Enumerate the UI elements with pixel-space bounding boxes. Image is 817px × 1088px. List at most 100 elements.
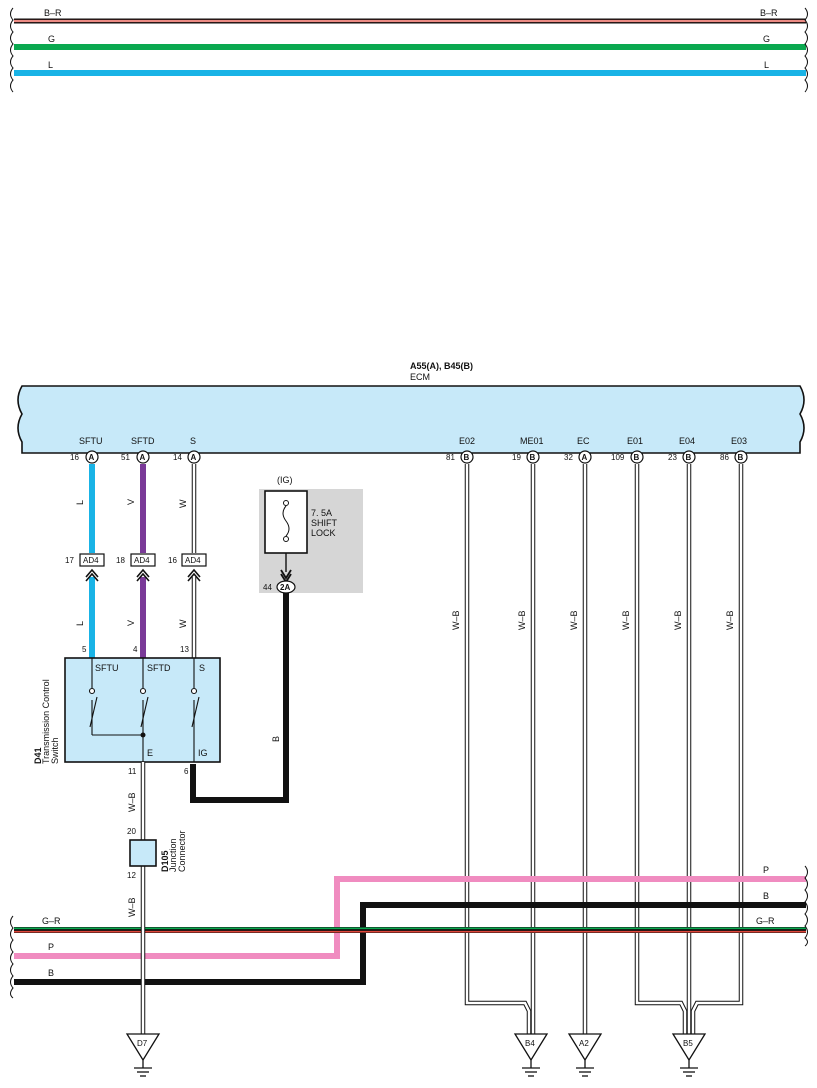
sftu-wire-color-upper: L bbox=[75, 500, 85, 505]
top-wire-l-label-right: L bbox=[764, 60, 769, 70]
ecm-pin-number: 109 bbox=[611, 453, 625, 462]
ground-point-b5: B5 bbox=[671, 1033, 707, 1077]
ecm-pin-sftu: A 16 bbox=[70, 450, 99, 464]
ad4-pin-sftu: 17 bbox=[65, 556, 74, 565]
junction-pin-top: 20 bbox=[127, 827, 136, 836]
ad4-connector-label: AD4 bbox=[83, 556, 99, 565]
ecm-pin-ec: A 32 bbox=[564, 450, 592, 464]
ad4-connector-s: AD4 16 bbox=[168, 553, 207, 582]
ecm-pin-conn: A bbox=[582, 453, 588, 462]
ecm-pin-s: A 14 bbox=[173, 450, 201, 464]
ground-wire-color-me01: W–B bbox=[517, 610, 527, 630]
switch-terminal-e: E bbox=[147, 748, 153, 758]
ecm-terminal-ec: EC bbox=[577, 436, 590, 446]
shift-lock-fuse: (IG) 7. 5A SHIFT LOCK 2A 44 bbox=[259, 475, 363, 594]
continuation-mark-left-bottom bbox=[10, 915, 14, 999]
ecm-pin-number: 86 bbox=[720, 453, 729, 462]
ad4-connector-label: AD4 bbox=[185, 556, 201, 565]
ad4-connector-label: AD4 bbox=[134, 556, 150, 565]
switch-pin-sftu: 5 bbox=[82, 645, 87, 654]
ground-label: A2 bbox=[579, 1039, 589, 1048]
ecm-terminal-s: S bbox=[190, 436, 196, 446]
ground-label: B5 bbox=[683, 1039, 693, 1048]
switch-terminal-ig: IG bbox=[198, 748, 208, 758]
continuation-mark-right-bottom bbox=[804, 865, 808, 947]
ecm-pin-e02: B 81 bbox=[446, 450, 474, 464]
bottom-wire-b-label-left: B bbox=[48, 968, 54, 978]
ecm-pin-conn: B bbox=[686, 453, 692, 462]
ground-wire-color-e04: W–B bbox=[673, 610, 683, 630]
bottom-wire-gr-label-right: G–R bbox=[756, 916, 775, 926]
top-wire-g-label-left: G bbox=[48, 34, 55, 44]
ecm-pin-conn: A bbox=[89, 453, 95, 462]
ground-point-a2: A2 bbox=[567, 1033, 603, 1077]
ecm-pin-number: 81 bbox=[446, 453, 455, 462]
ecm-terminal-sftd: SFTD bbox=[131, 436, 155, 446]
ecm-pins: A 16 A 51 A 14 B 81 B 19 A 32 bbox=[70, 450, 748, 464]
switch-name-line1: Transmission Control bbox=[41, 679, 51, 764]
junction-wire-color-lower: W–B bbox=[127, 897, 137, 917]
fuse-wire-color: B bbox=[271, 736, 281, 742]
ground-label: D7 bbox=[137, 1039, 148, 1048]
ecm-terminal-e01: E01 bbox=[627, 436, 643, 446]
top-wire-g-label-right: G bbox=[763, 34, 770, 44]
junction-name-line2: Connector bbox=[177, 830, 187, 872]
junction-code: D105 bbox=[160, 850, 170, 872]
ground-point-d7: D7 bbox=[125, 1033, 161, 1077]
top-wire-l-label-left: L bbox=[48, 60, 53, 70]
ecm-pin-number: 14 bbox=[173, 453, 182, 462]
junction-wire-color-upper: W–B bbox=[127, 792, 137, 812]
ecm-pin-number: 19 bbox=[512, 453, 521, 462]
switch-name-line2: Switch bbox=[50, 737, 60, 764]
sftu-wire-color-lower: L bbox=[75, 621, 85, 626]
junction-connector: 20 12 bbox=[127, 827, 157, 880]
ground-wire-color-e01: W–B bbox=[621, 610, 631, 630]
ecm-terminal-e03: E03 bbox=[731, 436, 747, 446]
fuse-conn: 2A bbox=[280, 583, 290, 592]
ecm-body bbox=[17, 385, 805, 454]
fuse-name-line2: LOCK bbox=[311, 528, 336, 538]
ecm-name: ECM bbox=[410, 372, 430, 382]
ad4-pin-sftd: 18 bbox=[116, 556, 125, 565]
ecm-pin-conn: A bbox=[191, 453, 197, 462]
switch-terminal-sftu: SFTU bbox=[95, 663, 119, 673]
ad4-pin-s: 16 bbox=[168, 556, 177, 565]
ground-label: B4 bbox=[525, 1039, 535, 1048]
ecm-pin-conn: B bbox=[634, 453, 640, 462]
fuse-supply: (IG) bbox=[277, 475, 293, 485]
ground-wire-color-e03: W–B bbox=[725, 610, 735, 630]
switch-terminal-sftd: SFTD bbox=[147, 663, 171, 673]
fuse-rating: 7. 5A bbox=[311, 508, 332, 518]
ecm-terminal-me01: ME01 bbox=[520, 436, 544, 446]
fuse-name-line1: SHIFT bbox=[311, 518, 338, 528]
ground-wire-color-ec: W–B bbox=[569, 610, 579, 630]
switch-pin-s: 13 bbox=[180, 645, 189, 654]
bottom-wire-p-label-left: P bbox=[48, 942, 54, 952]
ground-wires bbox=[464, 464, 744, 1034]
ecm-terminal-e02: E02 bbox=[459, 436, 475, 446]
s-wire-color-lower: W bbox=[178, 619, 188, 628]
ecm-terminal-sftu: SFTU bbox=[79, 436, 103, 446]
ecm-pin-conn: B bbox=[530, 453, 536, 462]
switch-pin-ig: 6 bbox=[184, 767, 189, 776]
ecm-pin-number: 23 bbox=[668, 453, 677, 462]
ad4-connector-sftu: AD4 17 bbox=[65, 553, 105, 582]
junction-name-line1: Junction bbox=[168, 838, 178, 872]
bottom-wire-p-label-right: P bbox=[763, 865, 769, 875]
bottom-wire-b-label-right: B bbox=[763, 891, 769, 901]
switch-pin-sftd: 4 bbox=[133, 645, 138, 654]
top-wire-group: B–R B–R G G L L bbox=[10, 7, 808, 93]
sftd-wire-color-lower: V bbox=[126, 620, 136, 626]
junction-pin-bottom: 12 bbox=[127, 871, 136, 880]
ecm-pin-number: 51 bbox=[121, 453, 130, 462]
switch-pin-e: 11 bbox=[128, 767, 137, 776]
s-wire-color-upper: W bbox=[178, 499, 188, 508]
ecm-pin-e01: B 109 bbox=[611, 450, 644, 464]
fuse-pin: 44 bbox=[263, 583, 272, 592]
ecm-pin-conn: B bbox=[464, 453, 470, 462]
ground-wire-color-e02: W–B bbox=[451, 610, 461, 630]
ecm-pin-conn: B bbox=[738, 453, 744, 462]
ecm-pin-number: 16 bbox=[70, 453, 79, 462]
ecm-pin-number: 32 bbox=[564, 453, 573, 462]
